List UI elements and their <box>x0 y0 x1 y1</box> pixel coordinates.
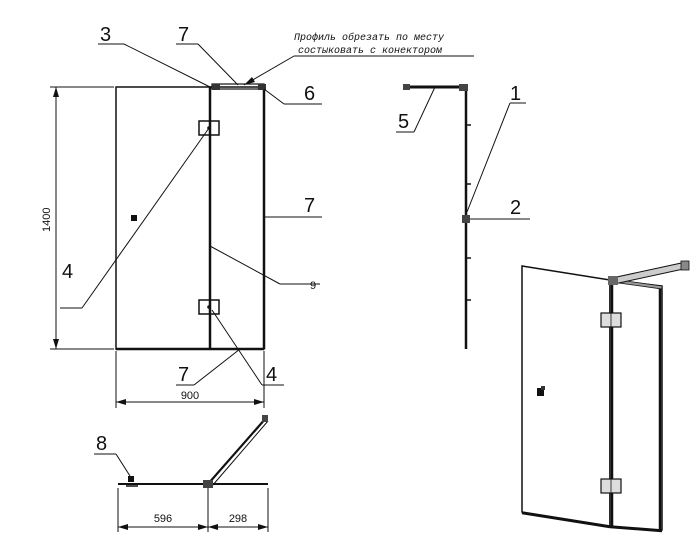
height-dimension-label: 1400 <box>41 208 53 232</box>
side-knob <box>462 215 470 223</box>
callout-5: 5 <box>398 111 409 133</box>
callout-9: 9 <box>310 280 316 292</box>
width-dimension: 900 <box>115 351 265 408</box>
height-dimension: 1400 <box>41 86 114 350</box>
plan-dimension-left: 596 <box>154 513 172 525</box>
callout-7-top: 7 <box>178 24 189 46</box>
callout-4-upper: 4 <box>62 261 73 283</box>
knob <box>131 215 137 221</box>
iso-fixed-panel <box>521 265 611 527</box>
callout-6: 6 <box>304 83 315 105</box>
side-connector <box>459 84 468 91</box>
plan-door-edge <box>211 420 269 487</box>
callout-7-bottom: 7 <box>178 364 189 386</box>
iso-knob <box>537 388 544 396</box>
plan-dimension-right: 298 <box>229 513 247 525</box>
plan-door-handle <box>262 415 268 422</box>
lower-hinge <box>198 299 220 315</box>
top-connector-end-left <box>212 84 220 90</box>
plan-view: 8 596 298 <box>94 415 269 532</box>
callout-4-lower: 4 <box>266 364 277 386</box>
callout-3: 3 <box>100 24 111 46</box>
isometric-view <box>521 260 690 533</box>
side-view: 5 1 2 <box>396 83 530 349</box>
plan-hinge <box>203 480 213 488</box>
callout-7-right: 7 <box>304 195 315 217</box>
plan-door <box>207 417 267 485</box>
lower-hinge-screw <box>207 305 211 309</box>
callout-1: 1 <box>510 83 521 105</box>
callout-2: 2 <box>510 197 521 219</box>
upper-hinge <box>198 120 220 136</box>
fixed-glass-panel <box>115 86 211 350</box>
plan-knob <box>128 476 134 482</box>
note-line-2: состыковать с конектором <box>298 46 443 57</box>
front-callouts: 3 7 Профиль обрезать по месту состыковат… <box>60 24 474 386</box>
iso-support-arm <box>611 261 689 285</box>
top-connector-end-right <box>258 84 266 90</box>
side-wall-mount <box>403 84 410 90</box>
front-view <box>115 83 266 351</box>
note-line-1: Профиль обрезать по месту <box>294 31 445 44</box>
callout-8: 8 <box>96 433 107 455</box>
width-dimension-label: 900 <box>181 390 199 402</box>
hinged-door-panel <box>209 86 265 350</box>
